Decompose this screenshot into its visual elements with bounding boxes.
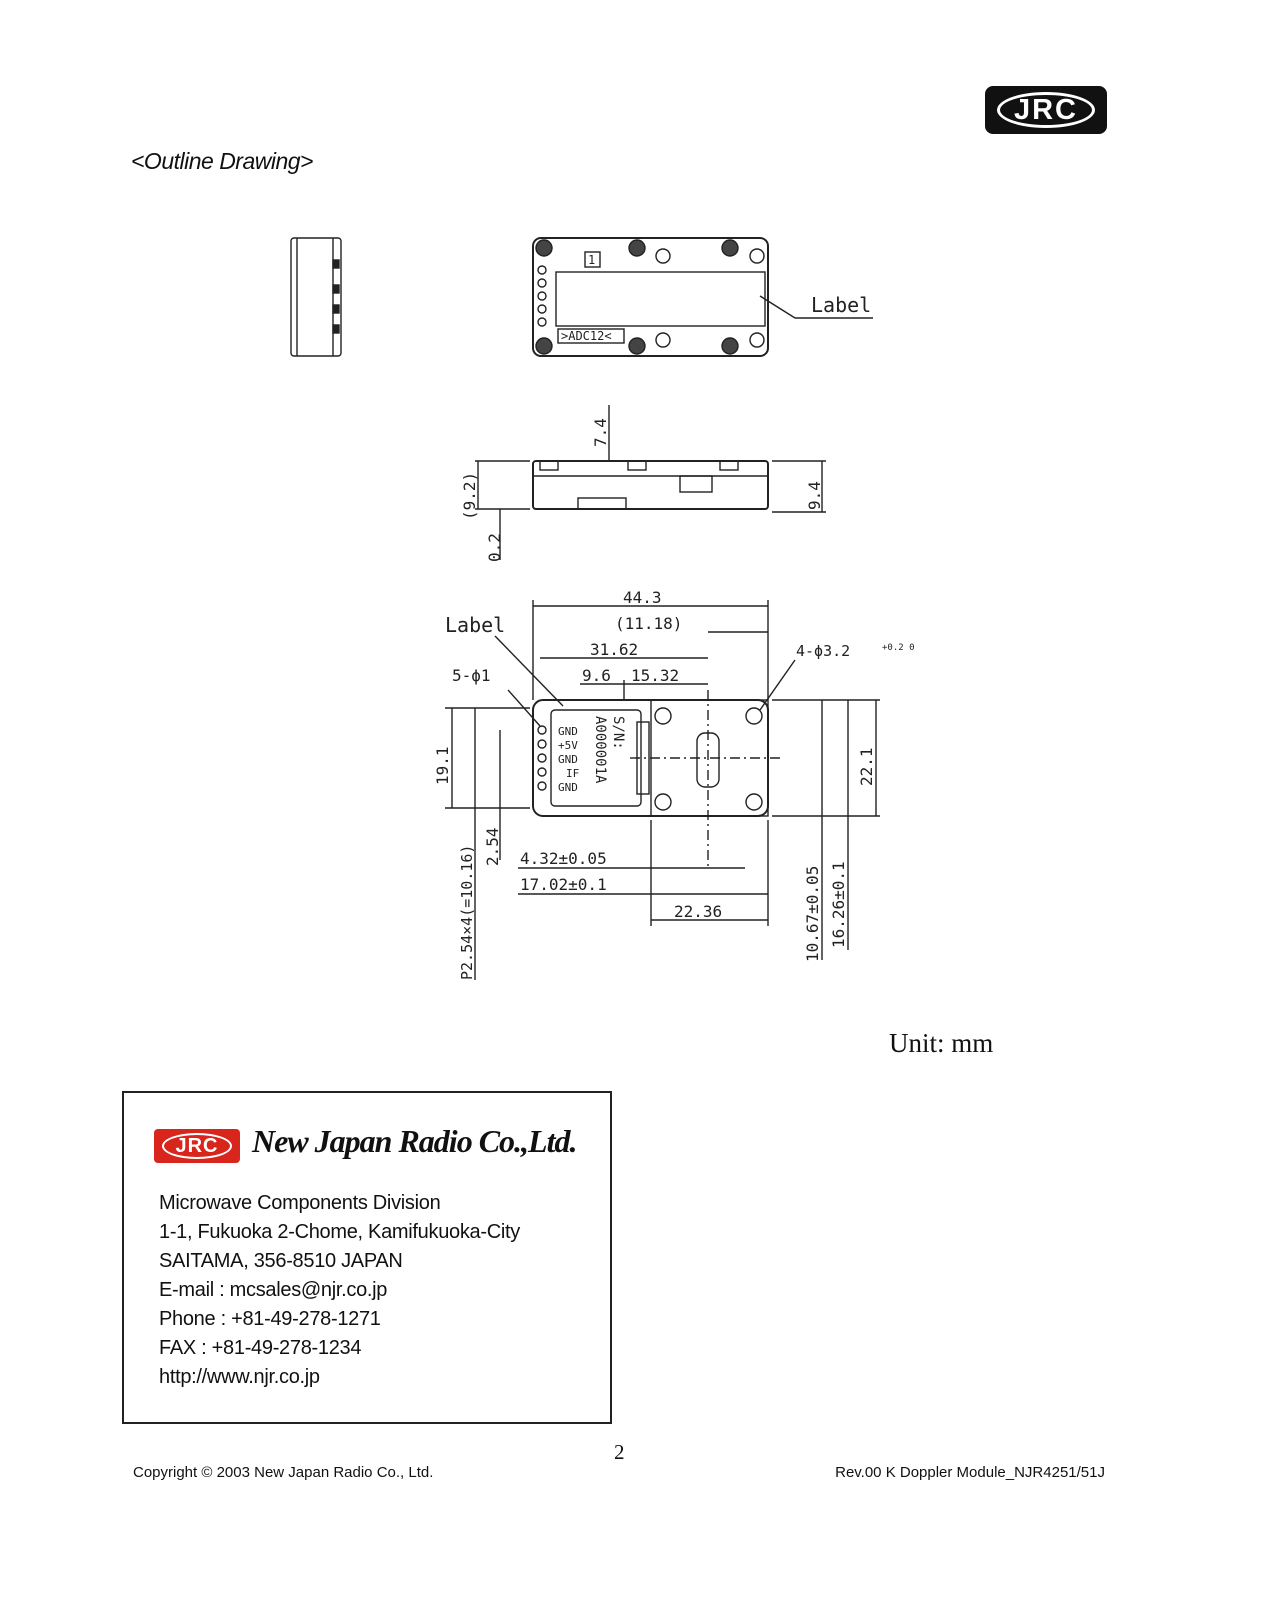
jrc-logo-red: JRC — [154, 1129, 240, 1163]
section-title: <Outline Drawing> — [131, 148, 314, 174]
address-line-2: SAITAMA, 356-8510 JAPAN — [159, 1250, 403, 1272]
dim-offset-1626: 16.26±0.1 — [829, 861, 848, 948]
dim-height-221: 22.1 — [857, 747, 876, 786]
part-marking: >ADC12< — [561, 329, 612, 343]
label-callout-top: Label — [811, 293, 871, 317]
dim-offset-1067: 10.67±0.05 — [803, 866, 822, 962]
dim-offset-1702: 17.02±0.1 — [520, 875, 607, 894]
dim-mount-holes: 4-ϕ3.2 — [796, 642, 850, 660]
dim-offset-432: 4.32±0.05 — [520, 849, 607, 868]
side-view — [290, 237, 342, 357]
serial-prefix: S/N: — [610, 716, 626, 750]
front-view — [475, 405, 826, 560]
dim-width-bracket: (11.18) — [615, 614, 682, 633]
dim-width-31: 31.62 — [590, 640, 638, 659]
dim-mount-holes-tolerance: +0.2 0 — [882, 643, 915, 653]
company-name: New Japan Radio Co.,Ltd. — [252, 1123, 577, 1159]
dim-height-gap: 0.2 — [485, 533, 504, 562]
dim-width-1532: 15.32 — [631, 666, 679, 685]
dim-height-bracket: (9.2) — [460, 472, 479, 520]
pin-label-4: IF — [566, 767, 579, 780]
dim-pitch-total: P2.54×4(=10.16) — [458, 845, 476, 980]
outline-drawing: Label 1 >ADC12< 7.4 (9.2) 0.2 9.4 44.3 (… — [290, 237, 915, 980]
unit-label: Unit: mm — [889, 1028, 994, 1058]
serial-number: A000001A — [592, 716, 608, 784]
contact-details: Microwave Components Division 1-1, Fukuo… — [159, 1189, 520, 1392]
pin-label-2: +5V — [558, 739, 578, 752]
dim-height-191: 19.1 — [433, 746, 452, 785]
dim-height-side: 9.4 — [805, 481, 824, 510]
pin-label-1: GND — [558, 725, 578, 738]
revision-text: Rev.00 K Doppler Module_NJR4251/51J — [835, 1464, 1105, 1481]
jrc-logo: JRC — [985, 86, 1107, 134]
bottom-view — [445, 600, 880, 980]
label-callout-bottom: Label — [445, 613, 505, 637]
copyright-text: Copyright © 2003 New Japan Radio Co., Lt… — [133, 1464, 434, 1481]
pin-one-marker: 1 — [588, 253, 595, 267]
dim-width-96: 9.6 — [582, 666, 611, 685]
phone-line: Phone : +81-49-278-1271 — [159, 1308, 381, 1330]
pin-label-3: GND — [558, 753, 578, 766]
contact-box: JRC New Japan Radio Co.,Ltd. Microwave C… — [122, 1091, 612, 1424]
dim-width-overall: 44.3 — [623, 588, 662, 607]
website-link[interactable]: http://www.njr.co.jp — [159, 1366, 320, 1388]
division-line: Microwave Components Division — [159, 1192, 441, 1214]
fax-line: FAX : +81-49-278-1234 — [159, 1337, 362, 1359]
top-view — [532, 237, 873, 357]
dim-offset-2236: 22.36 — [674, 902, 722, 921]
page-number: 2 — [614, 1440, 625, 1464]
email-line: E-mail : mcsales@njr.co.jp — [159, 1279, 388, 1301]
dim-height-overall: 7.4 — [591, 418, 610, 447]
address-line-1: 1-1, Fukuoka 2-Chome, Kamifukuoka-City — [159, 1221, 520, 1243]
dim-pitch-254: 2.54 — [483, 827, 502, 866]
dim-pin-holes: 5-ϕ1 — [452, 666, 491, 685]
pin-label-5: GND — [558, 781, 578, 794]
